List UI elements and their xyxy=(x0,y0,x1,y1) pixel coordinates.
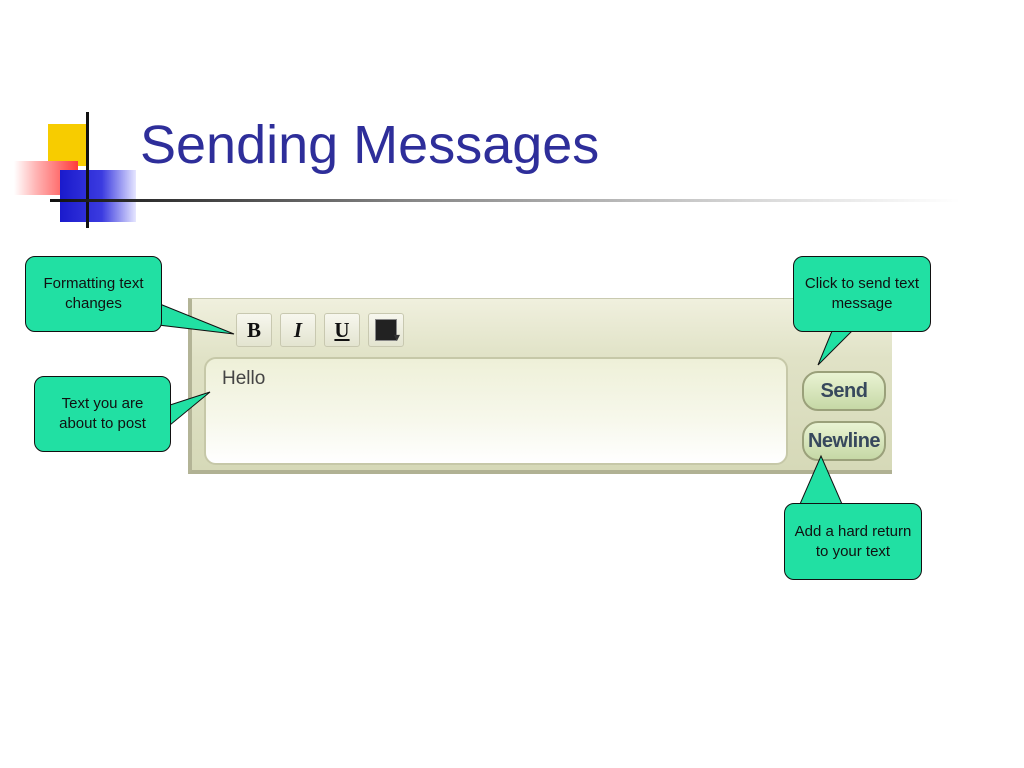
newline-callout: Add a hard return to your text xyxy=(784,503,922,580)
formatting-toolbar: B I U ▼ xyxy=(236,313,404,349)
title-decoration-blue-square xyxy=(60,170,136,222)
text-callout-pointer xyxy=(169,391,211,427)
title-decoration-vertical-line xyxy=(86,112,89,228)
italic-button[interactable]: I xyxy=(280,313,316,347)
send-callout: Click to send text message xyxy=(793,256,931,332)
formatting-callout-pointer xyxy=(149,299,235,335)
slide-title: Sending Messages xyxy=(140,115,600,175)
title-decoration-yellow-square xyxy=(48,124,88,166)
send-button[interactable]: Send xyxy=(802,371,886,411)
title-underline xyxy=(50,199,960,202)
font-color-button[interactable]: ▼ xyxy=(368,313,404,347)
formatting-callout: Formatting text changes xyxy=(25,256,162,332)
newline-button[interactable]: Newline xyxy=(802,421,886,461)
underline-button[interactable]: U xyxy=(324,313,360,347)
font-color-picker-icon xyxy=(375,319,397,341)
dropdown-arrow-icon: ▼ xyxy=(393,333,400,342)
message-input[interactable]: Hello xyxy=(204,357,788,465)
bold-button[interactable]: B xyxy=(236,313,272,347)
message-composer-panel: B I U ▼ Hello Send Newline xyxy=(188,298,892,474)
newline-callout-pointer xyxy=(799,454,843,505)
send-callout-pointer xyxy=(817,330,854,366)
text-to-post-callout: Text you are about to post xyxy=(34,376,171,452)
